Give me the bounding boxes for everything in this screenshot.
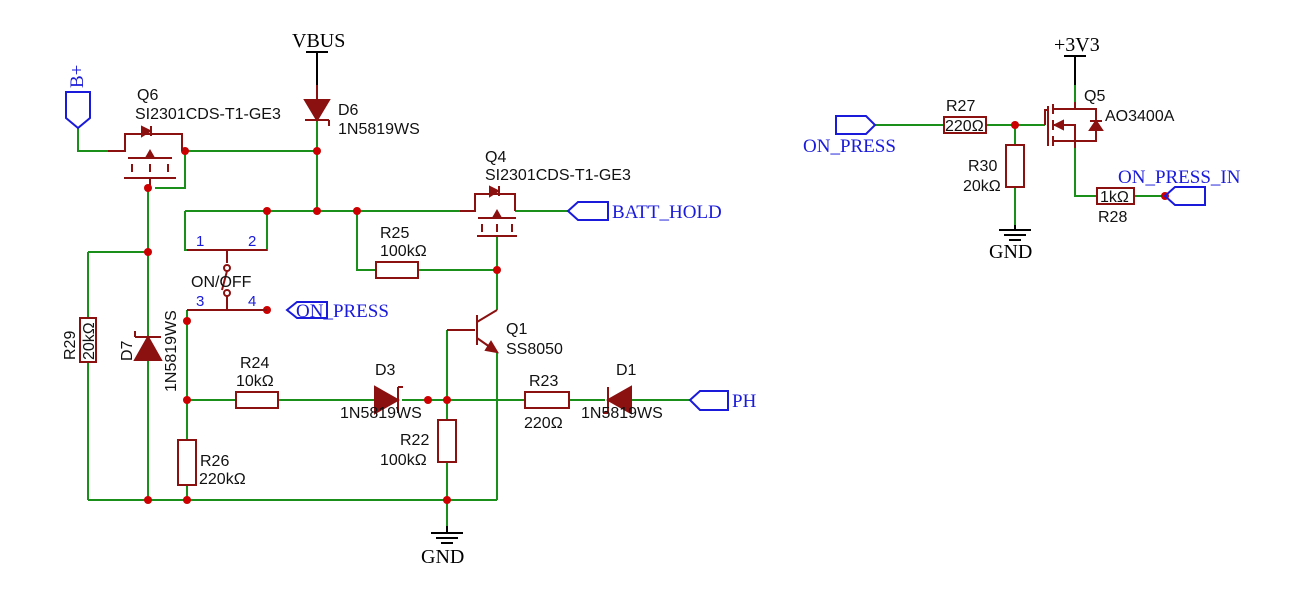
on-press-switch-port: ON_PRESS bbox=[285, 301, 389, 322]
svg-text:SI2301CDS-T1-GE3: SI2301CDS-T1-GE3 bbox=[135, 106, 281, 123]
svg-text:AO3400A: AO3400A bbox=[1105, 108, 1175, 125]
on-press-in-port: ON_PRESS_IN bbox=[1118, 167, 1241, 206]
svg-text:Q1: Q1 bbox=[506, 321, 527, 338]
svg-text:100kΩ: 100kΩ bbox=[380, 452, 427, 469]
svg-text:SI2301CDS-T1-GE3: SI2301CDS-T1-GE3 bbox=[485, 167, 631, 184]
svg-text:1N5819WS: 1N5819WS bbox=[163, 310, 180, 392]
mosfet-q4: Q4 SI2301CDS-T1-GE3 bbox=[460, 149, 631, 237]
svg-text:SS8050: SS8050 bbox=[506, 341, 563, 358]
resistor-r28: 1kΩ R28 bbox=[1096, 187, 1135, 226]
svg-text:220Ω: 220Ω bbox=[524, 415, 563, 432]
svg-text:Q5: Q5 bbox=[1084, 88, 1105, 105]
svg-text:ON_PRESS_IN: ON_PRESS_IN bbox=[1118, 167, 1241, 188]
svg-text:ON_PRESS: ON_PRESS bbox=[296, 301, 389, 322]
batt-hold-port: BATT_HOLD bbox=[566, 201, 722, 223]
switch-on-off: 1 2 3 4 ON/OFF bbox=[187, 233, 267, 311]
svg-text:R24: R24 bbox=[240, 355, 269, 372]
svg-text:D6: D6 bbox=[338, 102, 359, 119]
wires bbox=[77, 85, 1165, 526]
svg-text:PH: PH bbox=[732, 391, 757, 412]
svg-text:R23: R23 bbox=[529, 373, 558, 390]
svg-text:1N5819WS: 1N5819WS bbox=[338, 121, 420, 138]
svg-text:VBUS: VBUS bbox=[292, 30, 345, 52]
gnd-symbol-main: GND bbox=[421, 526, 464, 568]
svg-text:GND: GND bbox=[421, 546, 464, 568]
transistor-q1: Q1 SS8050 bbox=[447, 309, 563, 358]
svg-text:R29: R29 bbox=[62, 331, 79, 360]
svg-text:1: 1 bbox=[196, 233, 204, 250]
svg-text:R28: R28 bbox=[1098, 209, 1127, 226]
svg-text:D3: D3 bbox=[375, 362, 396, 379]
svg-text:D7: D7 bbox=[119, 340, 136, 361]
svg-text:220kΩ: 220kΩ bbox=[199, 471, 246, 488]
resistor-r27: R27 220Ω bbox=[943, 98, 987, 135]
svg-text:10kΩ: 10kΩ bbox=[236, 373, 274, 390]
svg-text:Q4: Q4 bbox=[485, 149, 506, 166]
svg-text:R22: R22 bbox=[400, 432, 429, 449]
svg-text:100kΩ: 100kΩ bbox=[380, 243, 427, 260]
svg-text:R25: R25 bbox=[380, 225, 409, 242]
svg-text:20kΩ: 20kΩ bbox=[81, 322, 98, 360]
resistor-r30: R30 20kΩ bbox=[963, 144, 1025, 195]
diode-d7: D7 1N5819WS bbox=[119, 310, 180, 392]
gnd-symbol-right: GND bbox=[989, 225, 1032, 263]
resistor-r25: R25 100kΩ bbox=[375, 225, 427, 279]
svg-text:Q6: Q6 bbox=[137, 87, 158, 104]
svg-text:GND: GND bbox=[989, 241, 1032, 263]
resistor-r22: R22 100kΩ bbox=[380, 419, 457, 469]
resistor-r29: R29 20kΩ bbox=[62, 317, 98, 363]
svg-text:3: 3 bbox=[196, 293, 204, 310]
mosfet-q5: Q5 AO3400A bbox=[1044, 88, 1175, 148]
svg-text:ON/OFF: ON/OFF bbox=[191, 274, 252, 291]
diode-d6: D6 1N5819WS bbox=[303, 85, 420, 138]
svg-text:4: 4 bbox=[248, 293, 256, 310]
svg-text:1kΩ: 1kΩ bbox=[1100, 189, 1129, 206]
svg-text:20kΩ: 20kΩ bbox=[963, 178, 1001, 195]
vbus-power-symbol: VBUS bbox=[292, 30, 345, 85]
bplus-port: B+ bbox=[65, 65, 91, 130]
svg-text:2: 2 bbox=[248, 233, 256, 250]
svg-text:D1: D1 bbox=[616, 362, 637, 379]
on-press-left-port: ON_PRESS bbox=[803, 115, 896, 157]
svg-text:R26: R26 bbox=[200, 453, 229, 470]
svg-text:1N5819WS: 1N5819WS bbox=[581, 405, 663, 422]
svg-text:BATT_HOLD: BATT_HOLD bbox=[612, 202, 722, 223]
svg-text:1N5819WS: 1N5819WS bbox=[340, 405, 422, 422]
v33-power-symbol: +3V3 bbox=[1054, 34, 1100, 85]
svg-text:B+: B+ bbox=[67, 65, 88, 88]
svg-text:+3V3: +3V3 bbox=[1054, 34, 1100, 56]
svg-text:R27: R27 bbox=[946, 98, 975, 115]
resistor-r26: R26 220kΩ bbox=[177, 439, 246, 488]
svg-text:ON_PRESS: ON_PRESS bbox=[803, 136, 896, 157]
svg-text:220Ω: 220Ω bbox=[945, 118, 984, 135]
resistor-r23: R23 220Ω bbox=[524, 373, 570, 432]
ph-port: PH bbox=[688, 390, 757, 412]
svg-text:R30: R30 bbox=[968, 158, 997, 175]
diode-d1: D1 1N5819WS bbox=[581, 362, 663, 422]
resistor-r24: R24 10kΩ bbox=[235, 355, 279, 409]
mosfet-q6: Q6 SI2301CDS-T1-GE3 bbox=[108, 87, 281, 185]
diode-d3: D3 1N5819WS bbox=[340, 362, 422, 422]
